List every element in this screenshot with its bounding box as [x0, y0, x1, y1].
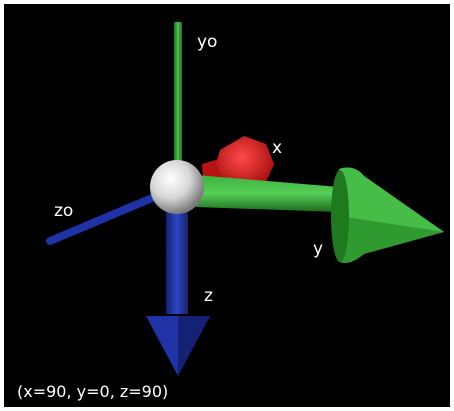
- origin-sphere: [150, 160, 204, 214]
- rotation-caption: (x=90, y=0, z=90): [17, 382, 169, 401]
- x-axis-label: x: [272, 138, 283, 158]
- axes-diagram: [46, 22, 444, 376]
- z-origin-axis: [46, 189, 168, 245]
- y-origin-axis: [174, 22, 182, 182]
- diagram-frame: yo x zo y z (x=90, y=0, z=90): [4, 4, 450, 407]
- z-axis-label: z: [204, 286, 213, 306]
- z-origin-label: zo: [54, 201, 74, 221]
- y-axis-arrow: [196, 167, 444, 263]
- y-origin-label: yo: [197, 32, 218, 52]
- y-axis-label: y: [313, 239, 324, 259]
- z-axis-arrow: [146, 196, 210, 376]
